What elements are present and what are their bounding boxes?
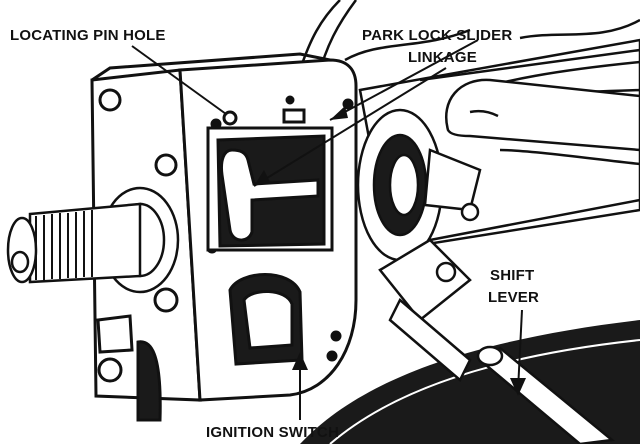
- label-locating-pin-hole: LOCATING PIN HOLE: [10, 27, 166, 44]
- label-shift-line2: LEVER: [488, 289, 539, 306]
- label-ignition-switch: IGNITION SWITCH: [206, 424, 339, 441]
- park-lock-slider: [220, 148, 320, 242]
- leader-lines: [131, 39, 523, 420]
- label-shift-line1: SHIFT: [490, 267, 534, 284]
- leader-linkage: [253, 67, 447, 187]
- arrow-ignition: [292, 352, 308, 370]
- label-park-lock-slider: PARK LOCK SLIDER: [362, 27, 512, 44]
- column-shadow-band-edge: [329, 339, 640, 444]
- arrowheads: [254, 106, 526, 396]
- ignition-switch-opening: [228, 273, 304, 366]
- leader-shift-lever: [517, 309, 523, 391]
- slider-window: [206, 108, 334, 252]
- arrow-linkage: [254, 170, 270, 186]
- leader-locating-pin-hole: [131, 45, 227, 115]
- lock-cylinder: [356, 108, 482, 262]
- hand-fingers: [445, 78, 640, 166]
- shift-lever-rod: [476, 345, 616, 444]
- leader-park-lock-slider: [329, 39, 479, 121]
- arrow-shift-lever: [510, 378, 526, 396]
- label-linkage: LINKAGE: [408, 49, 477, 66]
- threaded-shaft: [6, 186, 180, 294]
- arrow-park-lock: [330, 106, 348, 120]
- linkage-arm: [378, 238, 472, 382]
